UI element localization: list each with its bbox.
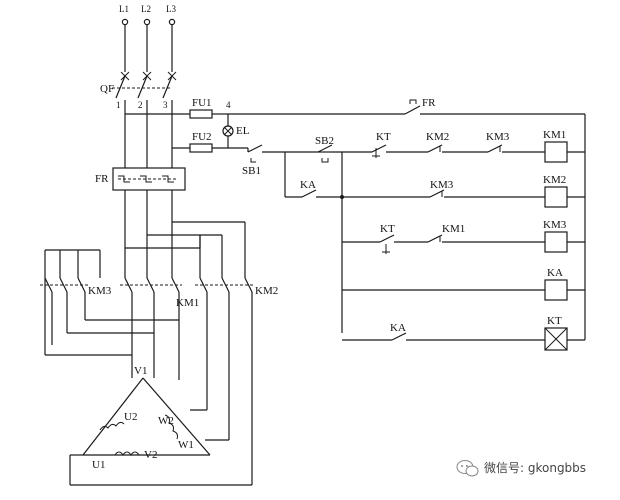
label-km3-r2: KM3 (430, 179, 454, 191)
label-km3-r1: KM3 (486, 131, 510, 143)
label-qf: QF (100, 83, 114, 95)
label-km2-coil: KM2 (543, 174, 566, 186)
fuses: FU1 4 FU2 (189, 97, 248, 153)
fr-thermal-relay: FR (95, 167, 186, 191)
label-t1: 1 (116, 100, 121, 110)
label-fr-top: FR (422, 97, 436, 109)
supply-terminals: L1 L2 L3 (119, 4, 176, 26)
label-v2: V2 (144, 449, 157, 461)
label-km3-coil: KM3 (543, 219, 567, 231)
label-sb1: SB1 (242, 165, 261, 177)
label-u1: U1 (92, 459, 105, 471)
control-top-line: FR (228, 97, 586, 340)
rung-1: SB1 SB2 KT KM2 KM3 KM1 (242, 129, 585, 177)
label-t2: 2 (138, 100, 143, 110)
label-fu1: FU1 (192, 97, 212, 109)
wechat-icon (456, 460, 479, 477)
label-w2: W2 (158, 415, 174, 427)
motor-windings: V1 U2 W2 W1 U1 V2 (69, 365, 252, 486)
label-km1-r3: KM1 (442, 223, 465, 235)
rung-5: KA KT (342, 315, 585, 351)
rung-2: KA KM3 KM2 (285, 174, 585, 208)
label-t3: 3 (163, 100, 168, 110)
label-fr-left: FR (95, 173, 109, 185)
label-ka-r5: KA (390, 322, 406, 334)
label-km2-r1: KM2 (426, 131, 449, 143)
label-l3: L3 (166, 4, 176, 14)
main-contactors: KM3 KM1 KM2 (40, 221, 278, 355)
label-w1: W1 (178, 439, 194, 451)
watermark-text: 微信号: gkongbbs (484, 461, 586, 475)
label-kt-r1: KT (376, 131, 391, 143)
label-kt-coil: KT (547, 315, 562, 327)
watermark: 微信号: gkongbbs (456, 460, 586, 477)
label-fu2: FU2 (192, 131, 212, 143)
label-km1-coil: KM1 (543, 129, 566, 141)
el-lamp: EL (222, 114, 250, 148)
label-u2: U2 (124, 411, 137, 423)
label-km2-main: KM2 (255, 285, 278, 297)
motor-feeds (45, 292, 253, 485)
rung-3: KT KM1 KM3 (342, 219, 585, 254)
label-l2: L2 (141, 4, 151, 14)
label-el: EL (236, 125, 250, 137)
label-sb2: SB2 (315, 135, 334, 147)
supply-lines (124, 25, 173, 72)
label-t4: 4 (226, 100, 231, 110)
label-ka-coil: KA (547, 267, 563, 279)
label-km1-main: KM1 (176, 297, 199, 309)
qf-breaker: QF 1 2 3 (100, 71, 177, 110)
rung-4: KA (342, 267, 585, 301)
label-v1: V1 (134, 365, 147, 377)
label-l1: L1 (119, 4, 129, 14)
label-km3-main: KM3 (88, 285, 112, 297)
label-ka-r2: KA (300, 179, 316, 191)
label-kt-r3: KT (380, 223, 395, 235)
